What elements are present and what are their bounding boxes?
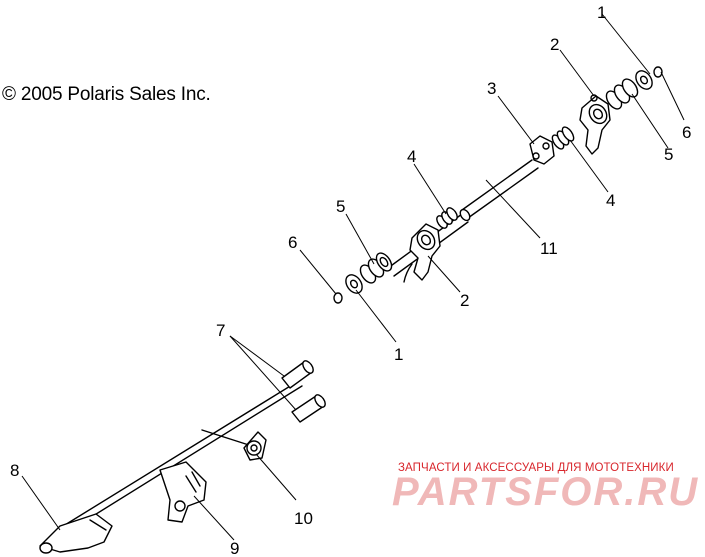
spring-5-lower (359, 252, 393, 284)
callout-5-left: 5 (336, 197, 345, 216)
callout-6-right: 6 (682, 123, 691, 142)
spring-5-upper (605, 78, 639, 110)
dowel-pin-top (281, 360, 314, 389)
callout-3: 3 (487, 79, 496, 98)
washer-upper (635, 70, 653, 90)
shift-lever (39, 513, 113, 554)
shift-shaft (387, 159, 539, 277)
detent-bracket (529, 135, 555, 165)
copyright-notice: © 2005 Polaris Sales Inc. (2, 84, 211, 105)
dowel-pin-bottom (291, 394, 326, 423)
callout-1-bottom: 1 (394, 345, 403, 364)
callout-labels: 1 2 3 4 5 6 6 5 4 11 2 1 7 8 9 10 (10, 3, 691, 557)
callout-11: 11 (540, 239, 558, 258)
spring-lower (436, 207, 458, 229)
callout-4-right: 4 (606, 191, 615, 210)
callout-2-bottom: 2 (460, 291, 469, 310)
callout-7: 7 (216, 321, 225, 340)
spring-upper (551, 126, 575, 150)
shift-fork-upper (579, 94, 611, 155)
shift-fork-lower (403, 223, 441, 283)
watermark-tagline: ЗАПЧАСТИ И АКСЕССУАРЫ ДЛЯ МОТОТЕХНИКИ (398, 462, 674, 474)
callout-10: 10 (294, 509, 313, 528)
callout-8: 8 (10, 461, 19, 480)
leader-lines (21, 13, 685, 541)
callout-5-right: 5 (664, 145, 673, 164)
shift-shaft-assembly (333, 66, 663, 304)
callout-6-left: 6 (288, 233, 297, 252)
callout-1-top: 1 (597, 3, 606, 22)
shift-lever-assembly (39, 360, 326, 554)
detent-roller (243, 431, 267, 461)
watermark-brand: PARTSFOR.RU (392, 470, 700, 514)
clip-lower (333, 292, 343, 304)
shift-cam (159, 461, 207, 523)
callout-9: 9 (230, 539, 239, 557)
clip-upper (653, 66, 663, 78)
callout-2-top: 2 (550, 35, 559, 54)
washer-lower (345, 274, 363, 294)
callout-4-mid: 4 (407, 147, 416, 166)
